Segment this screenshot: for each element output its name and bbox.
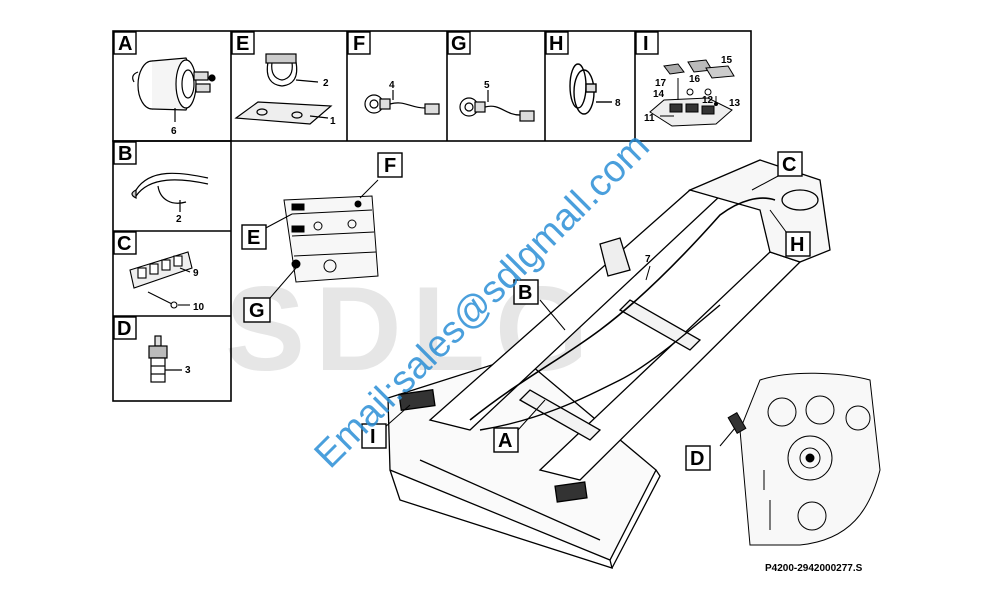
panel-letter-e: E bbox=[236, 33, 249, 55]
panel-c-connector-block bbox=[129, 251, 193, 309]
callout-c-9: 9 bbox=[193, 268, 199, 279]
panel-g-sensor-cable bbox=[459, 90, 535, 122]
callout-a-6: 6 bbox=[171, 126, 177, 137]
panel-letter-d: D bbox=[117, 318, 131, 340]
panel-letter-f: F bbox=[353, 33, 365, 55]
panel-letter-c: C bbox=[117, 233, 131, 255]
frame-label-c: C bbox=[782, 154, 796, 176]
frame-label-b: B bbox=[518, 282, 532, 304]
panel-a-buzzer bbox=[132, 57, 216, 122]
callout-i-14: 14 bbox=[653, 89, 665, 100]
callout-e-2: 2 bbox=[323, 78, 329, 89]
callout-i-16: 16 bbox=[689, 74, 701, 85]
frame-label-f: F bbox=[384, 155, 396, 177]
machine-frame bbox=[387, 159, 831, 569]
frame-detail-leaders bbox=[261, 179, 379, 299]
panel-i-switch-panel bbox=[649, 59, 735, 127]
frame-label-h: H bbox=[790, 234, 804, 256]
callout-c-10: 10 bbox=[193, 302, 205, 313]
callout-i-13: 13 bbox=[729, 98, 741, 109]
panel-f-sensor-cable bbox=[364, 90, 440, 115]
callout-e-1: 1 bbox=[330, 116, 336, 127]
panel-e-clamp bbox=[234, 53, 333, 125]
frame-detail bbox=[283, 195, 379, 283]
frame-label-g: G bbox=[249, 300, 265, 322]
panel-letter-b: B bbox=[118, 143, 132, 165]
frame-label-i: I bbox=[370, 426, 376, 448]
callout-i-11: 11 bbox=[644, 113, 655, 124]
callout-i-15: 15 bbox=[721, 55, 733, 66]
frame-label-e: E bbox=[247, 227, 260, 249]
callout-i-17: 17 bbox=[655, 78, 667, 89]
callout-d-3: 3 bbox=[185, 365, 191, 376]
callout-f-4: 4 bbox=[389, 80, 395, 91]
callout-i-12: 12 bbox=[702, 95, 714, 106]
panel-d-pressure-switch bbox=[148, 335, 182, 383]
panel-letter-a: A bbox=[118, 33, 132, 55]
callout-h-8: 8 bbox=[615, 98, 621, 109]
frame-callout-7: 7 bbox=[645, 254, 651, 265]
frame-label-a: A bbox=[498, 430, 512, 452]
engine-detail bbox=[719, 372, 881, 546]
callout-g-5: 5 bbox=[484, 80, 490, 91]
panel-letter-g: G bbox=[451, 33, 467, 55]
reference-code: P4200-2942000277.S bbox=[765, 563, 863, 574]
panel-letters: A E F G H I B C D bbox=[113, 31, 659, 340]
panel-letter-h: H bbox=[549, 33, 563, 55]
parts-grid bbox=[112, 30, 752, 402]
panel-letter-i: I bbox=[643, 33, 649, 55]
frame-label-d: D bbox=[690, 448, 704, 470]
panel-h-tie-loop bbox=[569, 63, 612, 115]
callout-b-2: 2 bbox=[176, 214, 182, 225]
panel-b-cable-tie bbox=[131, 172, 209, 212]
